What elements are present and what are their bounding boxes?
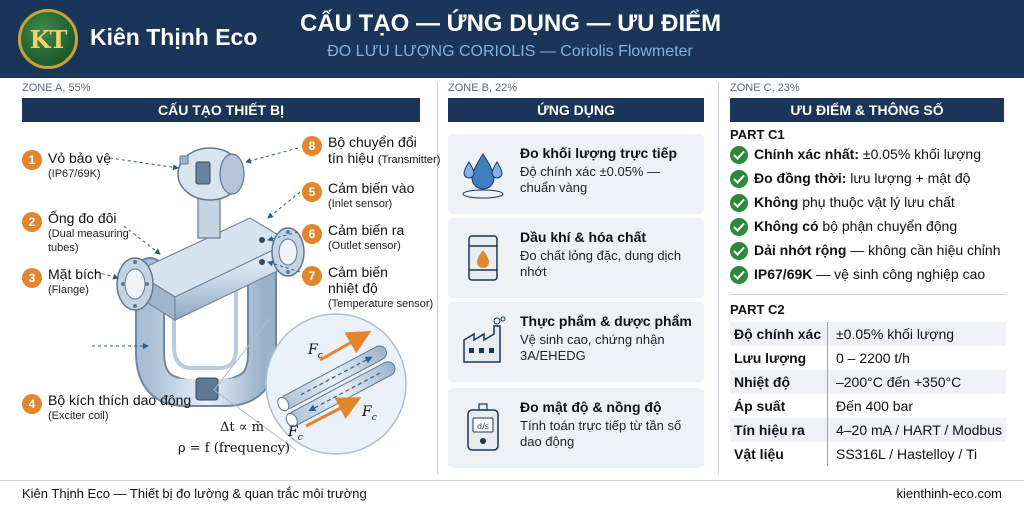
meter-readout: d/s [477, 422, 489, 431]
logo-monogram: KT [29, 25, 68, 54]
check-icon [730, 194, 748, 212]
application-card-oil: Dầu khí & hóa chất Đo chất lỏng đặc, dun… [448, 218, 704, 298]
callout-number-1: 1 [22, 150, 42, 170]
callout-number-3: 3 [22, 268, 42, 288]
application-card-mass: Đo khối lượng trực tiếp Độ chính xác ±0.… [448, 134, 704, 214]
callout-number-4: 4 [22, 394, 42, 414]
zone-c-label: ZONE C, 23% [730, 82, 800, 94]
advantage-item: IP67/69K — vệ sinh công nghiệp cao [730, 264, 1020, 286]
force-label-3: Fc [288, 424, 303, 443]
callout-sub-2b: tubes) [48, 242, 79, 254]
callout-main-2: Ống đo đôi [48, 210, 117, 226]
callout-main-7b: nhiệt độ [328, 280, 378, 296]
force-label-2: Fc [362, 404, 377, 423]
page-title: CẤU TẠO — ỨNG DỤNG — ƯU ĐIỂM [300, 10, 722, 37]
formula-density: ρ = f (frequency) [178, 441, 290, 456]
header-bar: KT Kiên Thịnh Eco CẤU TẠO — ỨNG DỤNG — Ư… [0, 0, 1024, 78]
transmitter-housing [177, 147, 245, 239]
callout-main-4: Bộ kích thích dao động [48, 392, 192, 408]
callout-sub-7: (Temperature sensor) [328, 298, 434, 310]
callout-number-2: 2 [22, 212, 42, 232]
footer-divider [0, 480, 1024, 481]
card-title: Đo khối lượng trực tiếp [520, 145, 678, 161]
table-row: Độ chính xác±0.05% khối lượng [730, 322, 1006, 346]
advantage-item: Không phụ thuộc vật lý lưu chất [730, 192, 1020, 214]
callout-main-5: Cảm biến vào [328, 180, 415, 196]
brand-name: Kiên Thịnh Eco [90, 24, 258, 50]
advantage-item: Dải nhớt rộng — không cần hiệu chỉnh [730, 240, 1020, 262]
check-icon [730, 266, 748, 284]
left-flange [116, 257, 154, 311]
advantage-item: Không có bộ phận chuyển động [730, 216, 1020, 238]
callout-sub-4: (Exciter coil) [48, 410, 109, 422]
card-text: Độ chính xác ±0.05% — chuẩn vàng [520, 164, 661, 195]
zone-b-heading: ỨNG DỤNG [448, 98, 704, 122]
callout-number-7: 7 [302, 266, 322, 286]
zone-divider-bc [718, 82, 719, 474]
coriolis-flowmeter-diagram [92, 147, 407, 455]
drops-icon [462, 153, 504, 199]
table-row: Nhiệt độ–200°C đến +350°C [730, 370, 1006, 394]
callout-number-6: 6 [302, 224, 322, 244]
part-c2-label: PART C2 [730, 302, 785, 317]
application-card-density: d/s Đo mật độ & nồng độ Tính toán trực t… [448, 388, 704, 468]
callout-main-8a: Bộ chuyển đổi [328, 134, 417, 150]
oil-barrel-icon [468, 235, 498, 281]
zone-divider-ab [437, 82, 438, 474]
card-text: Đo chất lỏng đặc, dung dịch nhớt [520, 248, 682, 279]
application-card-food: Thực phẩm & dược phẩm Vệ sinh cao, chứng… [448, 302, 704, 382]
zone-c-heading: ƯU ĐIỂM & THÔNG SỐ [730, 98, 1004, 122]
zone-a-heading: CẤU TẠO THIẾT BỊ [22, 98, 420, 122]
formula-time-shift: Δt ∝ ṁ [220, 420, 265, 435]
callout-sub-3: (Flange) [48, 284, 89, 296]
force-label-1: Fc [308, 342, 323, 361]
page-subtitle: ĐO LƯU LƯỢNG CORIOLIS — Coriolis Flowmet… [327, 43, 693, 60]
callout-number-5: 5 [302, 182, 322, 202]
footer-website-link[interactable]: kienthinh-eco.com [896, 486, 1003, 501]
callout-sub-1: (IP67/69K) [48, 168, 101, 180]
zone-b-label: ZONE B, 22% [448, 82, 518, 94]
advantage-item: Đo đồng thời: lưu lượng + mật độ [730, 168, 1020, 190]
brand-logo: KT [18, 9, 78, 69]
check-icon [730, 170, 748, 188]
card-title: Dầu khí & hóa chất [520, 229, 647, 245]
callout-sub-5: (Inlet sensor) [328, 198, 393, 210]
zone-a-label: ZONE A, 55% [22, 82, 91, 94]
coriolis-force-detail [265, 313, 407, 455]
right-flange [271, 227, 305, 277]
card-text: Tính toán trực tiếp từ tần số dao động [520, 418, 682, 449]
callout-main-3: Mặt bích [48, 266, 102, 282]
callout-main-6: Cảm biến ra [328, 222, 405, 238]
advantage-item: Chính xác nhất: ±0.05% khối lượng [730, 144, 1020, 166]
callout-main-1: Vỏ bảo vệ [48, 150, 112, 166]
leader-lines [92, 147, 301, 349]
card-title: Thực phẩm & dược phẩm [520, 313, 692, 329]
footer-company-text: Kiên Thịnh Eco — Thiết bị đo lường & qua… [22, 486, 367, 501]
callout-number-8: 8 [302, 136, 322, 156]
part-divider [730, 294, 1006, 295]
card-title: Đo mật độ & nồng độ [520, 399, 662, 415]
check-icon [730, 146, 748, 164]
callout-sub-6: (Outlet sensor) [328, 240, 401, 252]
callout-main-7a: Cảm biến [328, 264, 388, 280]
card-text: Vệ sinh cao, chứng nhận 3A/EHEDG [520, 332, 665, 363]
check-icon [730, 242, 748, 260]
callout-sub-2a: (Dual measuring [48, 228, 129, 240]
check-icon [730, 218, 748, 236]
factory-icon [463, 316, 506, 363]
density-meter-icon: d/s [467, 403, 499, 451]
part-c1-label: PART C1 [730, 127, 785, 142]
callout-main-8b: tín hiệu (Transmitter) [328, 150, 441, 166]
